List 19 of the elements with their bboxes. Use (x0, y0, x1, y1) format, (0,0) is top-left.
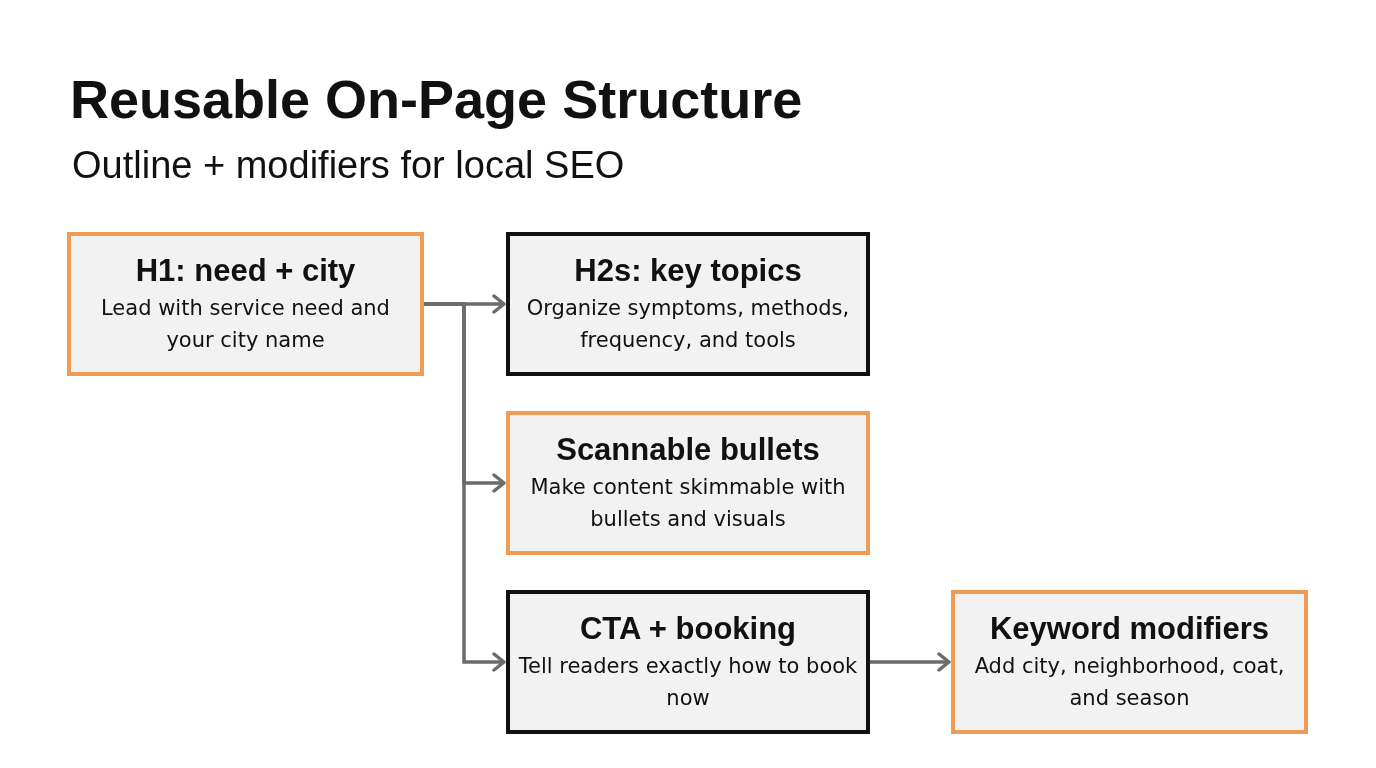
box-heading: CTA + booking (579, 609, 797, 648)
process-box (506, 411, 870, 555)
box-heading: H2s: key topics (574, 251, 802, 290)
diagram-title: Reusable On-Page Structure (70, 68, 803, 130)
box-heading: Scannable bullets (556, 430, 820, 469)
box-description: Add city, neighborhood, coat, and season (973, 653, 1286, 712)
box-description: Organize symptoms, methods, frequency, and tools (525, 295, 851, 354)
box-description: Tell readers exactly how to book now (518, 653, 858, 712)
arrow (424, 302, 506, 672)
diagram-subtitle: Outline + modifiers for local SEO (72, 144, 625, 187)
process-box (506, 232, 870, 376)
box-description: Lead with service need and your city name (100, 295, 391, 354)
process-box (506, 590, 870, 734)
box-heading: Keyword modifiers (989, 609, 1270, 648)
arrow (870, 652, 951, 672)
process-box (67, 232, 424, 376)
process-box (951, 590, 1308, 734)
box-description: Make content skimmable with bullets and visuals (529, 474, 847, 533)
box-heading: H1: need + city (135, 251, 356, 290)
